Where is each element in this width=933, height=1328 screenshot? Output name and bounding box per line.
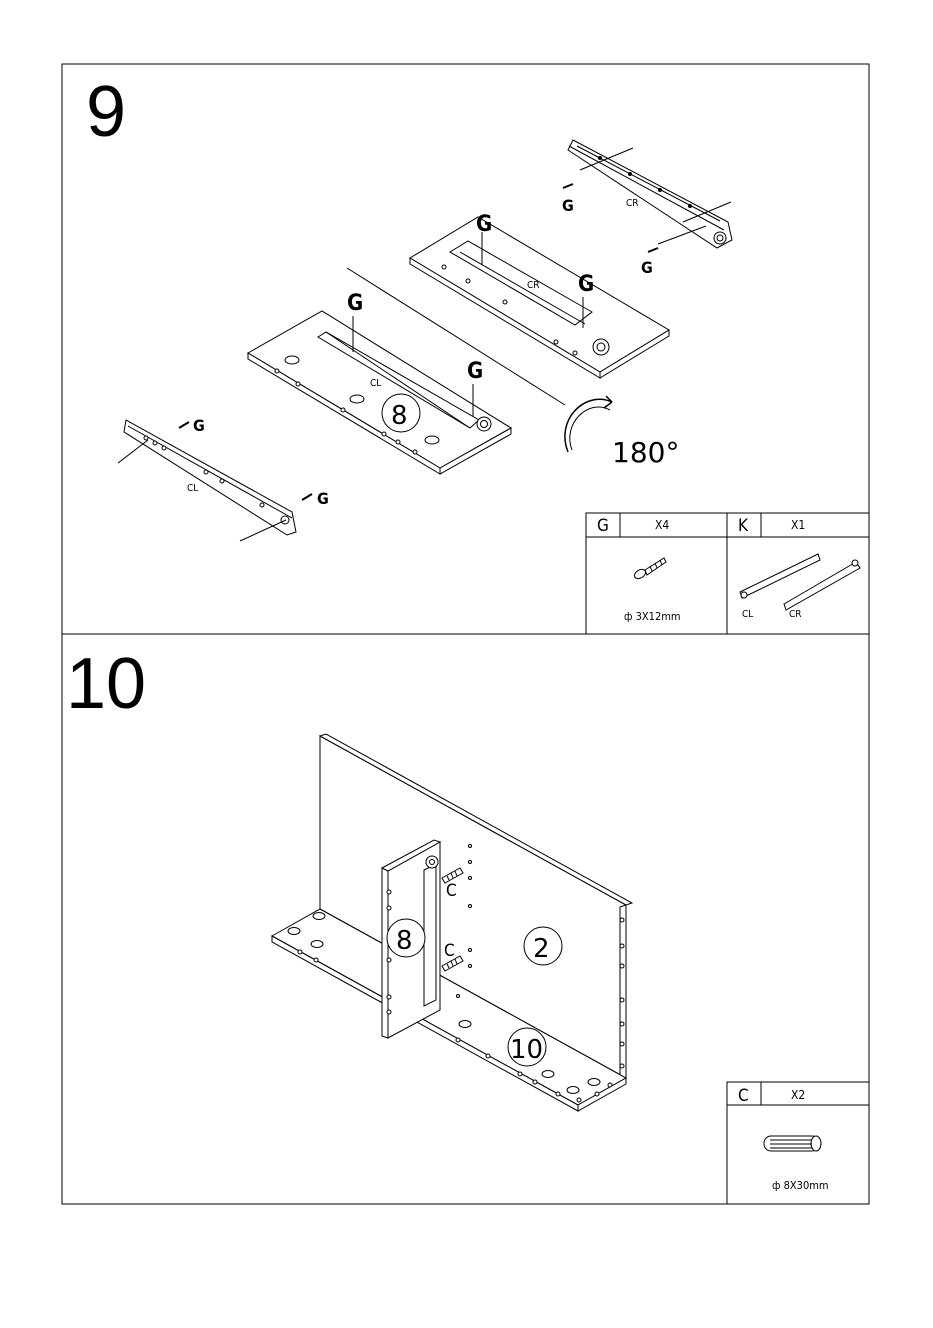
- part-8-label: 8: [391, 401, 408, 431]
- step9-frame: [62, 64, 869, 634]
- screw-g-label-8: G: [317, 489, 329, 508]
- screw-g-label-7: G: [193, 416, 205, 435]
- rotate-180-label: 180°: [612, 436, 679, 469]
- label-cr-rail: CR: [626, 198, 639, 209]
- screw-g-label-5: G: [347, 291, 363, 316]
- screw-g-8: [302, 494, 312, 500]
- cabinet-assembly: [272, 734, 632, 1111]
- part-8-label-step10: 8: [396, 926, 413, 956]
- rotate-180-arrow: [565, 396, 612, 452]
- part-2-label: 2: [533, 934, 550, 964]
- part-10-label: 10: [510, 1035, 543, 1065]
- hardware-k-label-cl: CL: [742, 609, 753, 620]
- hardware-c-spec: ф 8X30mm: [772, 1179, 829, 1192]
- hardware-c-qty: X2: [791, 1088, 805, 1102]
- dowel-c-label-upper: C: [446, 881, 457, 901]
- hardware-k-label-cr: CR: [789, 609, 802, 620]
- screw-g-7: [179, 422, 189, 428]
- hardware-c-letter: C: [738, 1086, 749, 1106]
- screw-icon: [633, 558, 666, 580]
- hardware-g-letter: G: [597, 516, 609, 536]
- screw-g-label-1: G: [562, 196, 574, 215]
- step9-number: 9: [86, 72, 126, 152]
- panel-8-cl: [248, 311, 511, 474]
- step10-number: 10: [66, 644, 146, 724]
- screw-g-label-2: G: [641, 258, 653, 277]
- label-cl-rail: CL: [187, 483, 198, 494]
- hardware-k-letter: K: [738, 516, 749, 536]
- rail-cr-loose: [568, 140, 732, 248]
- rail-cl-loose: [118, 420, 296, 541]
- hardware-g-qty: X4: [655, 518, 669, 532]
- hardware-k-qty: X1: [791, 518, 805, 532]
- label-cl-panel: CL: [370, 378, 381, 389]
- label-cr-panel: CR: [527, 280, 540, 291]
- panel-cr: [410, 217, 669, 378]
- screw-g-label-6: G: [467, 359, 483, 384]
- screw-g-label-3: G: [476, 212, 492, 237]
- dowel-c-label-lower: C: [444, 941, 455, 961]
- drawer-rails-icon: [740, 554, 860, 610]
- screw-g-1: [563, 184, 573, 188]
- screw-g-2: [648, 248, 658, 252]
- dowel-icon: [764, 1136, 821, 1151]
- screw-g-label-4: G: [578, 272, 594, 297]
- hardware-g-spec: ф 3X12mm: [624, 610, 681, 623]
- rotate-arrow-band: [570, 407, 610, 450]
